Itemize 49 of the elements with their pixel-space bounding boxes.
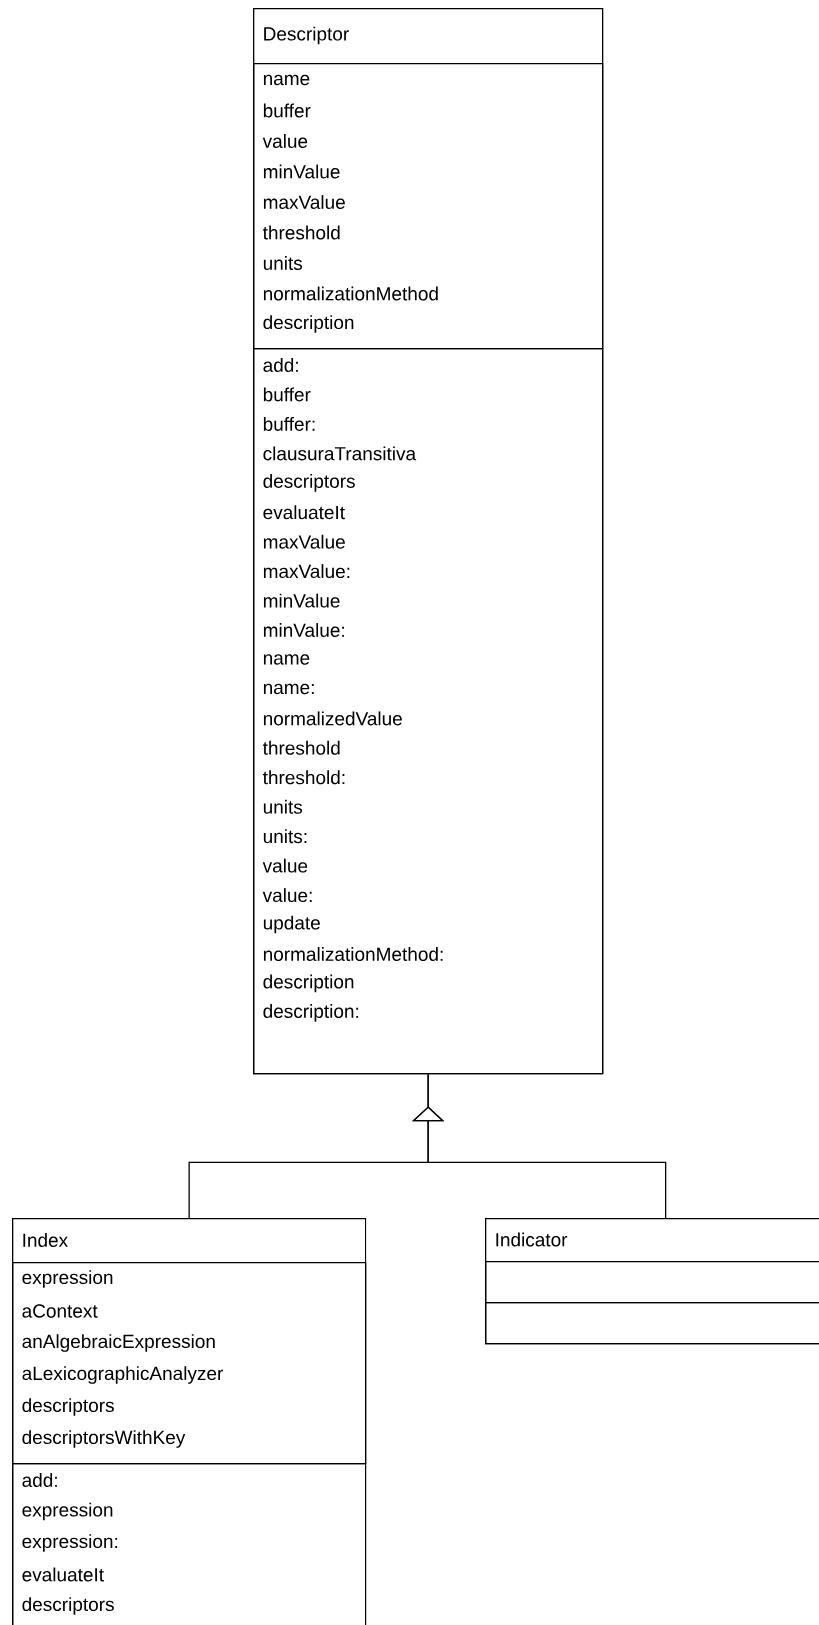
method-entry: buffer: [263, 416, 315, 431]
method-entry: normalizedValue [263, 711, 402, 726]
attribute-entry: buffer [263, 103, 311, 118]
class-name: Indicator [496, 1232, 568, 1247]
attribute-entry: descriptors [22, 1398, 114, 1416]
attribute-entry: expression [22, 1270, 113, 1288]
method-entry: maxValue: [263, 564, 350, 579]
method-entry: clausuraTransitiva [263, 446, 417, 461]
method-entry: value [262, 858, 308, 873]
generalization-arrow [412, 1073, 667, 1219]
attribute-entry: name [263, 74, 310, 86]
method-entry: maxValue [263, 534, 345, 549]
method-entry: units [263, 799, 303, 814]
method-entry: threshold: [262, 770, 345, 785]
method-entry: minValue [263, 593, 340, 608]
class-name: Descriptor [264, 26, 349, 45]
method-entry: normalizationMethod: [263, 947, 443, 961]
attribute-entry: maxValue [263, 195, 345, 209]
method-entry: evaluateIt [263, 505, 345, 520]
method-entry: buffer [263, 387, 311, 402]
attribute-entry: aContext [22, 1304, 98, 1318]
method-entry: threshold [262, 740, 340, 755]
method-entry: update [263, 915, 320, 934]
attribute-entry: minValue [263, 164, 340, 179]
method-entry: expression: [22, 1534, 118, 1552]
attribute-entry: value [262, 134, 308, 148]
method-entry: description [263, 974, 354, 993]
attribute-compartment [485, 1261, 819, 1304]
method-entry: descriptors [263, 473, 355, 492]
attribute-entry: descriptorsWithKey [22, 1430, 186, 1448]
attribute-entry: units [263, 256, 303, 270]
method-entry: name: [263, 683, 314, 695]
attribute-entry: normalizationMethod [263, 286, 438, 301]
attribute-entry: anAlgebraicExpression [22, 1334, 215, 1352]
class-name: Index [23, 1233, 68, 1247]
method-entry: description: [263, 1004, 359, 1022]
method-entry: evaluateIt [22, 1567, 104, 1582]
method-entry: add: [263, 358, 298, 372]
method-entry: minValue: [263, 623, 344, 637]
attribute-entry: aLexicographicAnalyzer [22, 1366, 223, 1384]
attribute-entry: threshold [262, 225, 340, 240]
attribute-entry: description [263, 315, 354, 333]
method-compartment [485, 1302, 819, 1345]
method-entry: units: [263, 829, 307, 844]
method-entry: name [263, 654, 310, 665]
method-entry: descriptors [22, 1597, 114, 1615]
method-entry: value: [262, 888, 312, 903]
method-entry: add: [22, 1473, 57, 1487]
method-entry: expression [22, 1502, 113, 1521]
